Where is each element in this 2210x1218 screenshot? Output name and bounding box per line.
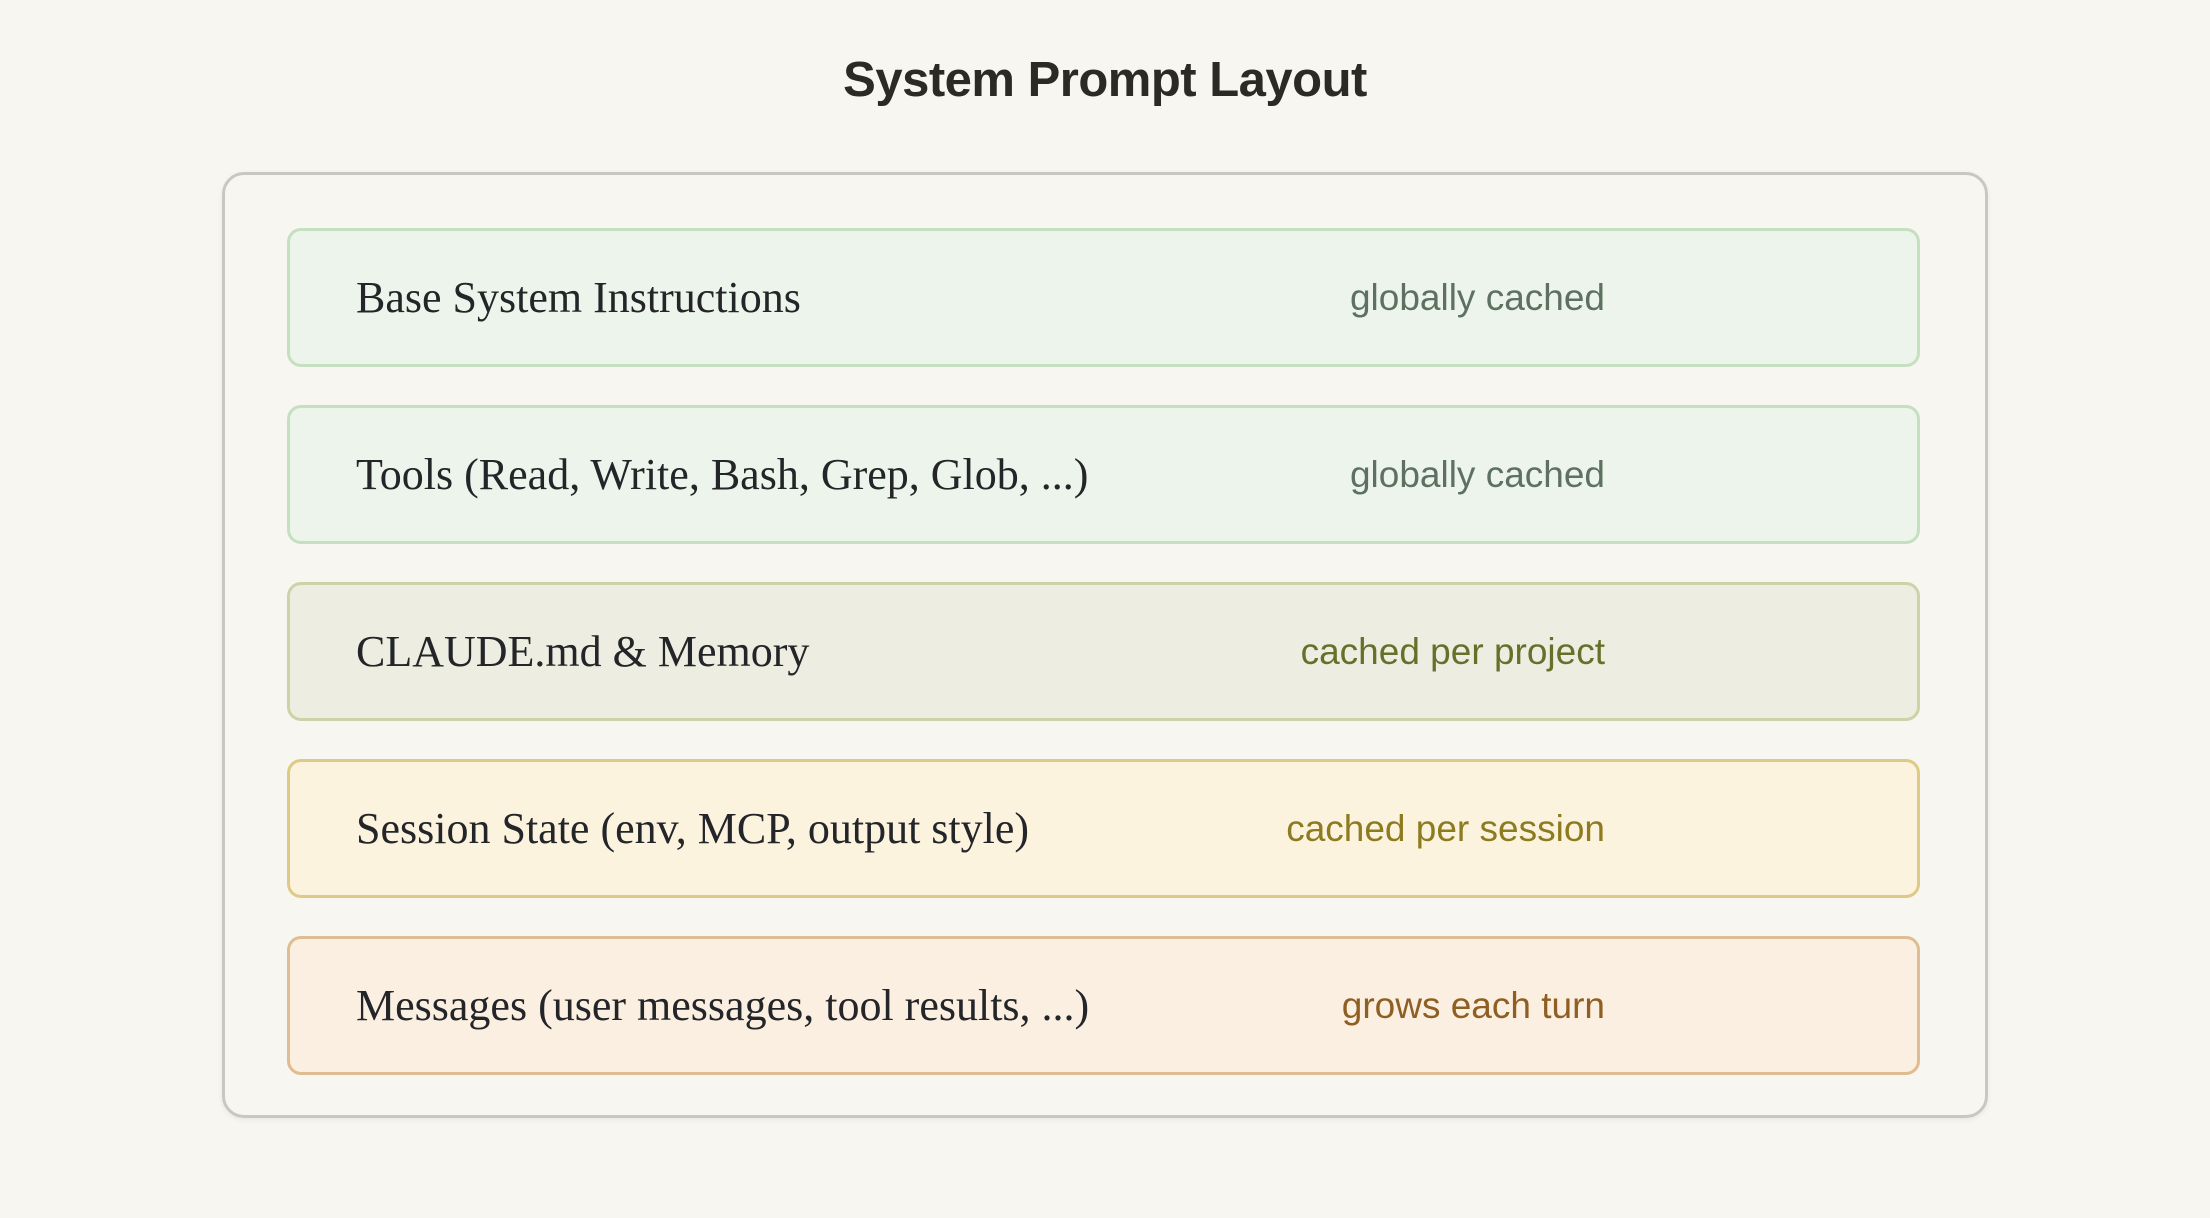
- layout-row-session-state: Session State (env, MCP, output style) ca…: [287, 759, 1920, 898]
- row-label: Session State (env, MCP, output style): [356, 804, 1030, 853]
- row-label: Messages (user messages, tool results, .…: [356, 981, 1090, 1030]
- row-cache-tag: cached per project: [1300, 630, 1605, 672]
- layout-row-base-system-instructions: Base System Instructions globally cached: [287, 228, 1920, 367]
- layout-row-claude-md-memory: CLAUDE.md & Memory cached per project: [287, 582, 1920, 721]
- row-label: Tools (Read, Write, Bash, Grep, Glob, ..…: [356, 450, 1089, 499]
- row-cache-tag: globally cached: [1349, 453, 1605, 495]
- layout-row-tools: Tools (Read, Write, Bash, Grep, Glob, ..…: [287, 405, 1920, 544]
- row-cache-tag: globally cached: [1349, 276, 1605, 318]
- row-cache-tag: cached per session: [1286, 807, 1605, 849]
- row-label: Base System Instructions: [356, 273, 801, 322]
- row-cache-tag: grows each turn: [1341, 984, 1605, 1026]
- layout-row-messages: Messages (user messages, tool results, .…: [287, 936, 1920, 1075]
- row-label: CLAUDE.md & Memory: [356, 627, 810, 676]
- page-title: System Prompt Layout: [843, 53, 1367, 107]
